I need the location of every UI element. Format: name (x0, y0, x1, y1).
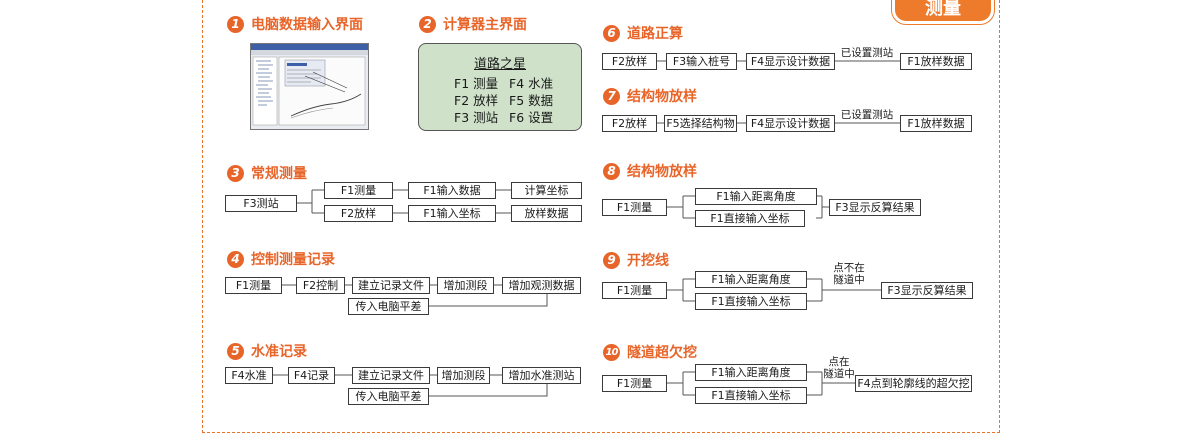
section-title: 水准记录 (251, 344, 307, 360)
flow-box-show-design: F4显示设计数据 (746, 115, 835, 132)
flow-box-input-distance-angle: F1输入距离角度 (695, 188, 817, 205)
section-title: 结构物放样 (627, 164, 697, 180)
section-title: 道路正算 (627, 26, 683, 42)
flow-box-add-section: 增加测段 (437, 367, 490, 384)
section-title: 隧道超欠挖 (627, 345, 697, 361)
section-title: 控制测量记录 (251, 252, 335, 268)
flow-box-input-data: F1输入数据 (408, 182, 496, 199)
flow-box-measure: F1测量 (602, 282, 667, 299)
flow-box-stakeout: F2放样 (602, 115, 657, 132)
flow-box-input-chainage: F3输入桩号 (666, 53, 737, 70)
flow-label-not-in-tunnel: 点不在隧道中 (826, 262, 872, 286)
calc-menu-item: F3 测站 (454, 110, 499, 125)
label-line: 点在 (828, 356, 850, 368)
section-7-heading: 7 结构物放样 (603, 85, 697, 107)
section-9-heading: 9 开挖线 (603, 249, 669, 271)
section-title: 常规测量 (251, 166, 307, 182)
flow-box-calc-coords: 计算坐标 (511, 182, 582, 199)
section-number-badge: 4 (227, 250, 244, 268)
flow-box-select-structure: F5选择结构物 (664, 115, 737, 132)
flow-box-upload-adjust: 传入电脑平差 (348, 298, 429, 315)
flow-box-over-under-excavation: F4点到轮廓线的超欠挖 (855, 375, 972, 392)
section-number-badge: 8 (603, 162, 620, 180)
calculator-title: 道路之星 (473, 57, 526, 72)
section-10-heading: 10 隧道超欠挖 (603, 341, 697, 363)
flow-box-input-coords: F1输入坐标 (408, 205, 496, 222)
section-number-badge: 6 (603, 24, 620, 42)
flow-label-in-tunnel: 点在隧道中 (816, 356, 862, 380)
flow-box-show-inverse: F3显示反算结果 (881, 282, 973, 299)
section-number-badge: 7 (603, 87, 620, 105)
flow-box-show-inverse: F3显示反算结果 (829, 199, 921, 216)
flow-box-input-distance-angle: F1输入距离角度 (695, 364, 807, 381)
flow-box-direct-coords: F1直接输入坐标 (695, 210, 805, 227)
calc-menu-item: F5 数据 (509, 93, 554, 108)
calc-menu-item: F4 水准 (509, 76, 554, 91)
flow-box-stakeout-data: F1放样数据 (900, 115, 972, 132)
calc-menu-item: F6 设置 (509, 110, 554, 125)
flow-box-direct-coords: F1直接输入坐标 (695, 387, 807, 404)
calc-menu-item: F2 放样 (454, 93, 499, 108)
flow-box-record: F4记录 (288, 367, 335, 384)
label-line: 隧道中 (833, 274, 865, 286)
section-6-heading: 6 道路正算 (603, 22, 683, 44)
flow-box-stakeout-data: 放样数据 (511, 205, 582, 222)
corner-badge: 测量 (892, 0, 994, 24)
flow-box-create-file: 建立记录文件 (352, 367, 430, 384)
flow-box-stakeout: F2放样 (324, 205, 393, 222)
flow-label-station-set: 已设置测站 (840, 109, 894, 121)
label-line: 隧道中 (823, 368, 855, 380)
section-number-badge: 3 (227, 164, 244, 182)
flow-box-add-level-station: 增加水准测站 (502, 367, 581, 384)
section-number-badge: 5 (227, 342, 244, 360)
flow-box-station: F3测站 (225, 195, 297, 212)
flow-box-measure: F1测量 (602, 375, 667, 392)
flow-box-upload-adjust: 传入电脑平差 (348, 388, 429, 405)
section-2-heading: 2 计算器主界面 (419, 13, 527, 35)
section-number-badge: 1 (227, 15, 244, 33)
section-title: 开挖线 (627, 253, 669, 269)
section-1-heading: 1 电脑数据输入界面 (227, 13, 363, 35)
section-number-badge: 2 (419, 15, 436, 33)
section-3-heading: 3 常规测量 (227, 162, 307, 184)
screenshot-drawing (251, 44, 368, 126)
section-5-heading: 5 水准记录 (227, 340, 307, 362)
flow-box-input-distance-angle: F1输入距离角度 (695, 271, 807, 288)
section-title: 计算器主界面 (443, 17, 527, 33)
section-title: 电脑数据输入界面 (251, 17, 363, 33)
flow-box-direct-coords: F1直接输入坐标 (695, 293, 807, 310)
section-title: 结构物放样 (627, 89, 697, 105)
flow-box-add-section: 增加测段 (437, 277, 494, 294)
flow-box-measure: F1测量 (324, 182, 393, 199)
calculator-main-screen: 道路之星 F1 测量 F4 水准 F2 放样 F5 数据 F3 测站 F6 设置 (418, 43, 582, 131)
section-8-heading: 8 结构物放样 (603, 160, 697, 182)
section-4-heading: 4 控制测量记录 (227, 248, 335, 270)
flow-box-stakeout: F2放样 (602, 53, 657, 70)
flow-box-stakeout-data: F1放样数据 (900, 53, 972, 70)
label-line: 点不在 (833, 262, 865, 274)
section-number-badge: 9 (603, 251, 620, 269)
flow-box-measure: F1测量 (602, 199, 667, 216)
flow-box-create-file: 建立记录文件 (352, 277, 430, 294)
calc-menu-item: F1 测量 (454, 76, 499, 91)
section-number-badge: 10 (603, 343, 620, 361)
flow-box-show-design: F4显示设计数据 (746, 53, 835, 70)
flow-box-measure: F1测量 (225, 277, 282, 294)
flow-label-station-set: 已设置测站 (840, 47, 894, 59)
flow-box-level: F4水准 (225, 367, 273, 384)
flow-box-add-observation: 增加观测数据 (502, 277, 581, 294)
software-screenshot-thumbnail (250, 43, 369, 130)
flow-box-control: F2控制 (296, 277, 345, 294)
